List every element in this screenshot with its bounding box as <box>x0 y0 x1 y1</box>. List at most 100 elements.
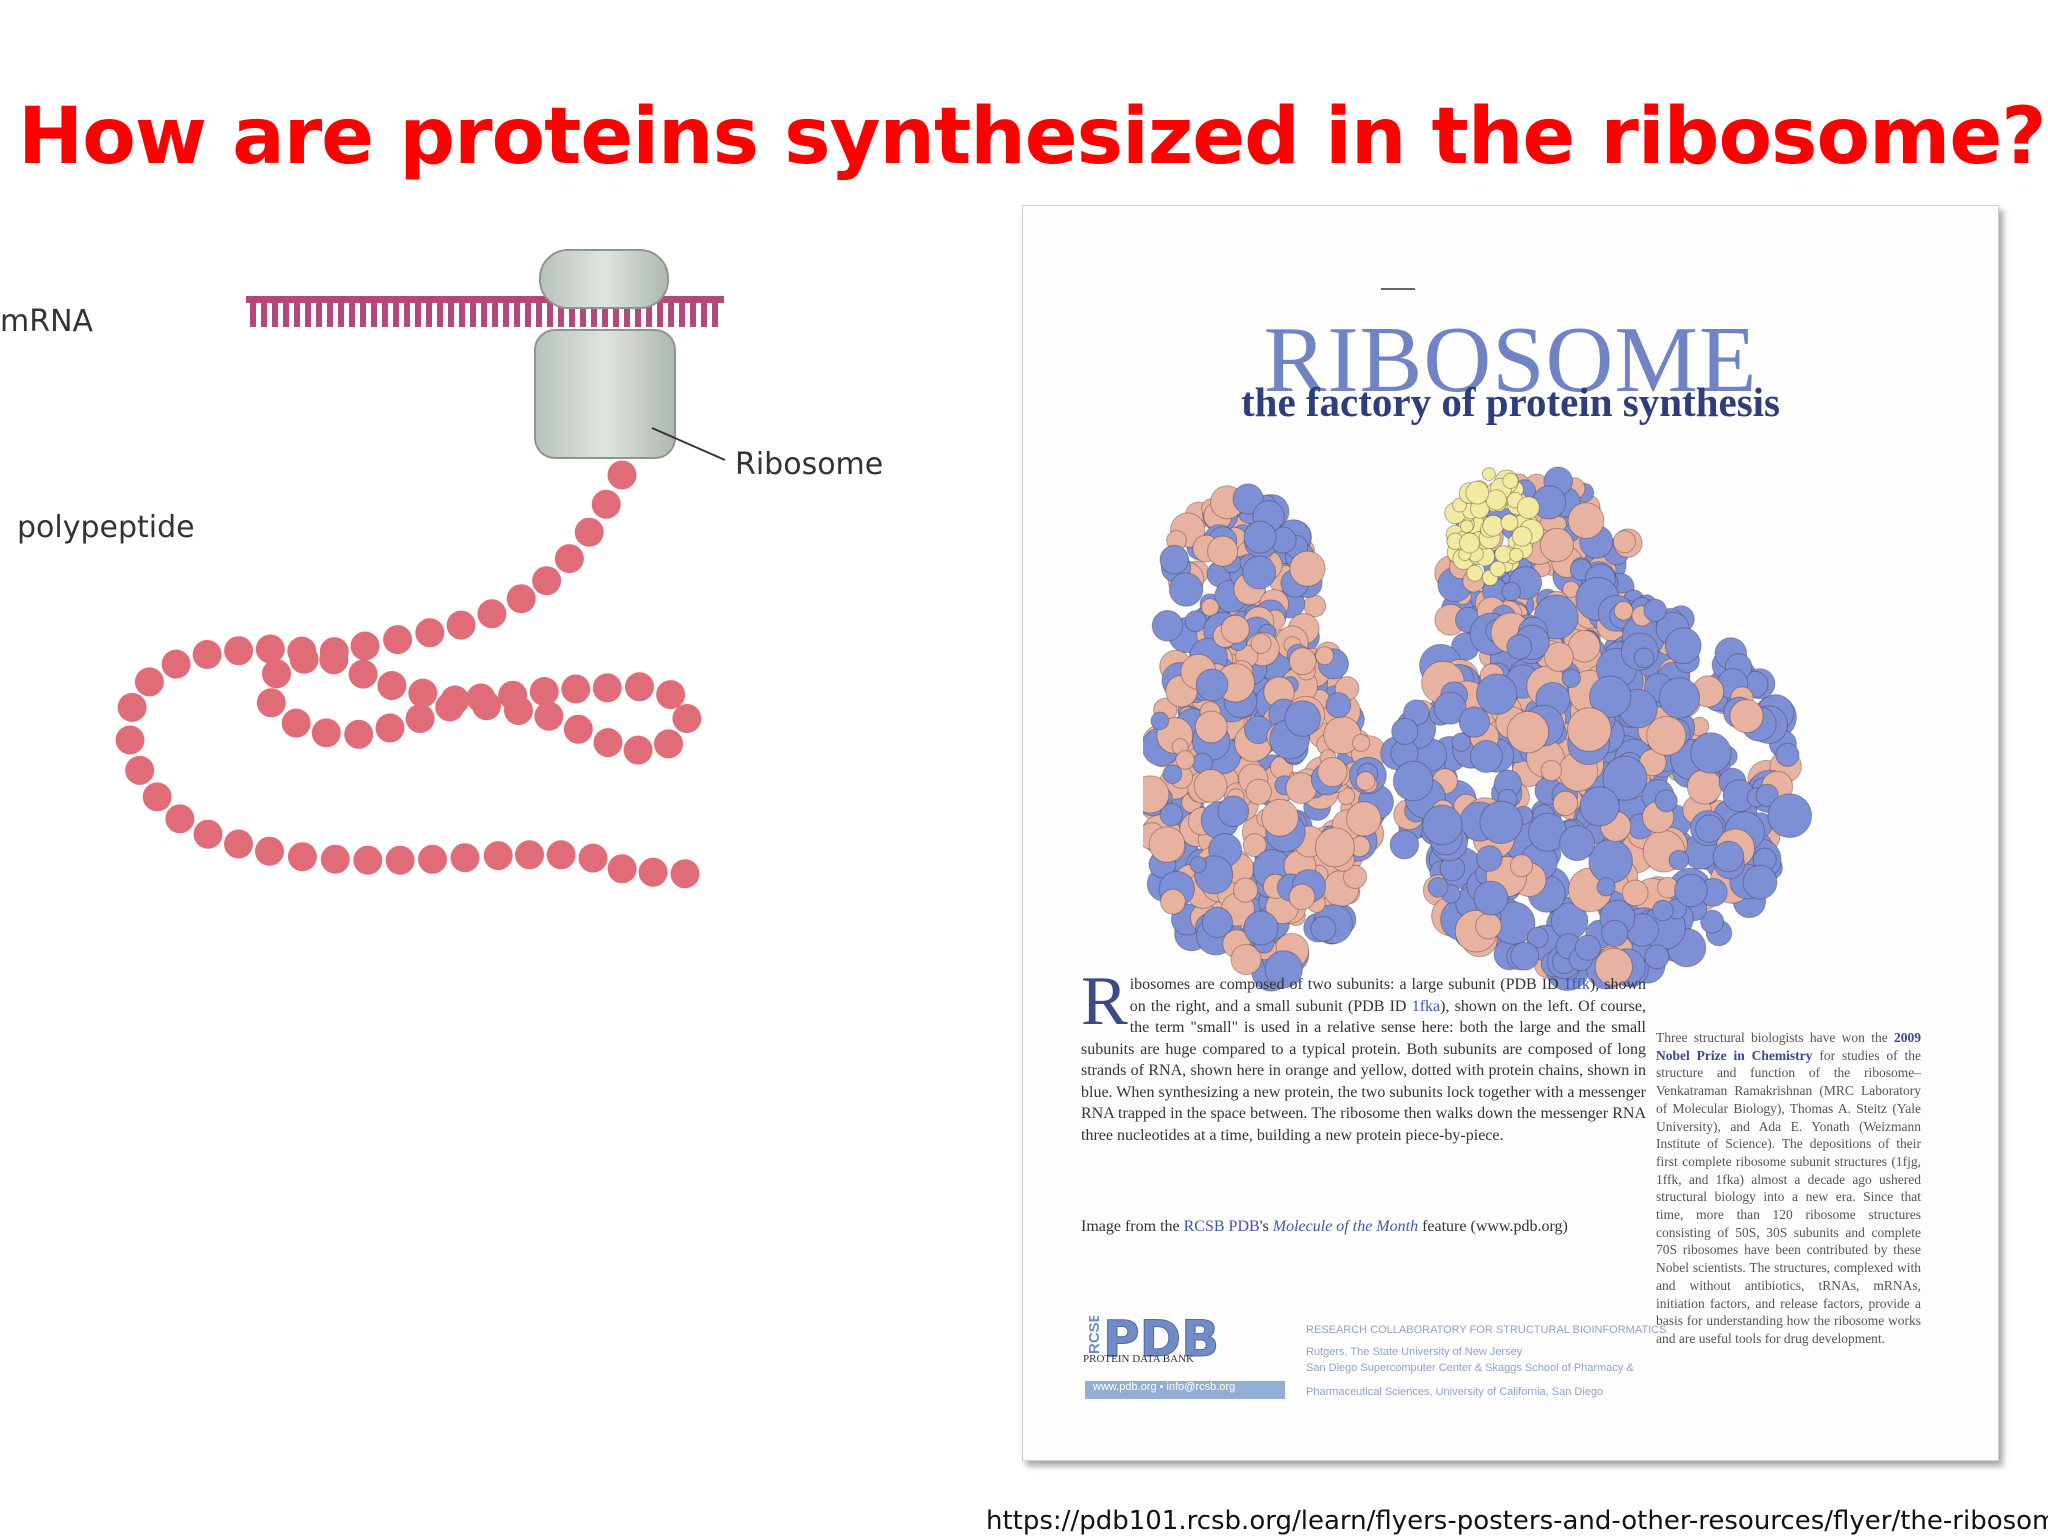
atom-cluster <box>1644 944 1670 970</box>
amino-acid-bead <box>385 845 415 875</box>
atom-cluster <box>1465 480 1490 505</box>
atom-cluster <box>1159 803 1184 827</box>
mrna-nucleotide <box>349 303 355 327</box>
atom-cluster <box>1314 827 1355 868</box>
amino-acid-bead <box>287 636 317 666</box>
amino-acid-bead <box>593 728 623 758</box>
pdb-id-link-1ffk[interactable]: 1ffk <box>1563 976 1590 993</box>
pdb-id-link-1fka[interactable]: 1fka <box>1411 997 1441 1015</box>
mrna-nucleotide <box>701 303 707 327</box>
slide-title: How are proteins synthesized in the ribo… <box>18 92 2046 182</box>
rcsb-line-3: Pharmaceutical Sciences, University of C… <box>1306 1386 1604 1398</box>
logo-protein-data-bank: PROTEIN DATA BANK <box>1083 1353 1194 1365</box>
atom-cluster <box>1596 877 1616 897</box>
body-text-2: ), shown on the right, and a small subun… <box>1129 976 1646 1015</box>
mrna-nucleotide <box>316 303 322 327</box>
credit-rcsb-link[interactable]: RCSB PDB <box>1183 1218 1260 1235</box>
source-url[interactable]: https://pdb101.rcsb.org/learn/flyers-pos… <box>986 1506 2048 1536</box>
atom-cluster <box>1621 879 1649 907</box>
mrna-nucleotide <box>712 303 718 327</box>
atom-cluster <box>1466 564 1484 582</box>
credit-text-1: Image from the <box>1081 1218 1184 1235</box>
atom-cluster <box>1559 825 1596 862</box>
atom-cluster <box>1712 840 1745 873</box>
amino-acid-bead <box>319 645 349 675</box>
small-subunit-body <box>1143 606 1394 992</box>
atom-cluster <box>1184 610 1207 633</box>
amino-acid-bead <box>255 836 284 866</box>
mrna-nucleotide <box>305 303 311 327</box>
ribosome-label: Ribosome <box>735 447 884 482</box>
atom-cluster <box>1476 673 1518 715</box>
amino-acid-bead <box>546 840 576 870</box>
atom-cluster <box>1433 691 1467 725</box>
mrna-nucleotide <box>415 303 421 327</box>
amino-acid-bead <box>405 704 435 733</box>
mrna-nucleotide <box>272 303 278 327</box>
atom-cluster <box>1243 910 1279 946</box>
atom-cluster <box>1230 943 1262 976</box>
mrna-nucleotide <box>503 303 509 327</box>
atom-cluster <box>1233 877 1259 903</box>
atom-cluster <box>1646 715 1687 756</box>
mrna-nucleotide <box>327 303 333 327</box>
atom-cluster <box>1160 888 1186 915</box>
atom-cluster <box>1501 581 1522 602</box>
atom-cluster <box>1755 783 1779 807</box>
atom-cluster <box>1476 845 1503 872</box>
atom-cluster <box>1194 710 1228 744</box>
atom-cluster <box>1594 947 1633 986</box>
atom-cluster <box>1643 598 1667 623</box>
amino-acid-bead <box>472 691 501 721</box>
mrna-nucleotide <box>470 303 476 327</box>
amino-acid-bead <box>320 844 350 874</box>
amino-acid-bead <box>563 714 593 744</box>
mrna-nucleotide <box>646 303 652 327</box>
amino-acid-bead <box>506 584 536 614</box>
atom-cluster <box>1602 755 1648 801</box>
atom-cluster <box>1245 778 1272 805</box>
mrna-nucleotide <box>448 303 454 327</box>
atom-cluster <box>1159 544 1190 575</box>
atom-cluster <box>1686 769 1723 805</box>
atom-cluster <box>1668 849 1689 871</box>
logo-strip <box>1085 1381 1285 1399</box>
body-text-3: ), shown on the left. Of course, the ter… <box>1081 997 1646 1144</box>
atom-cluster <box>1742 864 1778 900</box>
amino-acid-bead <box>418 844 447 874</box>
atom-cluster <box>1690 732 1732 774</box>
logo-links[interactable]: www.pdb.org • info@rcsb.org <box>1093 1381 1236 1393</box>
mrna-nucleotide <box>690 303 696 327</box>
amino-acid-bead <box>415 618 445 648</box>
mrna-nucleotide <box>426 303 432 327</box>
amino-acid-bead <box>450 843 480 873</box>
amino-acid-bead <box>383 625 413 655</box>
atom-cluster <box>1325 692 1352 719</box>
atom-cluster <box>1355 771 1376 791</box>
credit-motm-link[interactable]: Molecule of the Month <box>1272 1218 1419 1235</box>
atom-cluster <box>1151 610 1184 642</box>
mrna-nucleotide <box>591 303 597 327</box>
atom-cluster <box>1509 854 1534 878</box>
amino-acid-bead <box>350 631 380 661</box>
side-text-1: Three structural biologists have won the <box>1656 1030 1894 1045</box>
mrna-nucleotide <box>371 303 377 327</box>
atom-cluster <box>1342 864 1368 889</box>
amino-acid-bead <box>375 713 405 743</box>
amino-acid-bead <box>554 544 584 574</box>
atom-cluster <box>1143 775 1170 814</box>
atom-cluster <box>1189 856 1207 874</box>
atom-cluster <box>1695 814 1724 843</box>
mrna-nucleotide <box>283 303 289 327</box>
mrna-nucleotide <box>613 303 619 327</box>
mrna-nucleotide <box>525 303 531 327</box>
atom-cluster <box>1567 502 1605 539</box>
atom-cluster <box>1458 706 1491 738</box>
mrna-strand <box>246 296 724 327</box>
atom-cluster <box>1392 760 1434 802</box>
amino-acid-bead <box>142 782 172 812</box>
atom-cluster <box>1601 919 1629 947</box>
amino-acid-bead <box>287 842 317 872</box>
mrna-nucleotide <box>558 303 564 327</box>
